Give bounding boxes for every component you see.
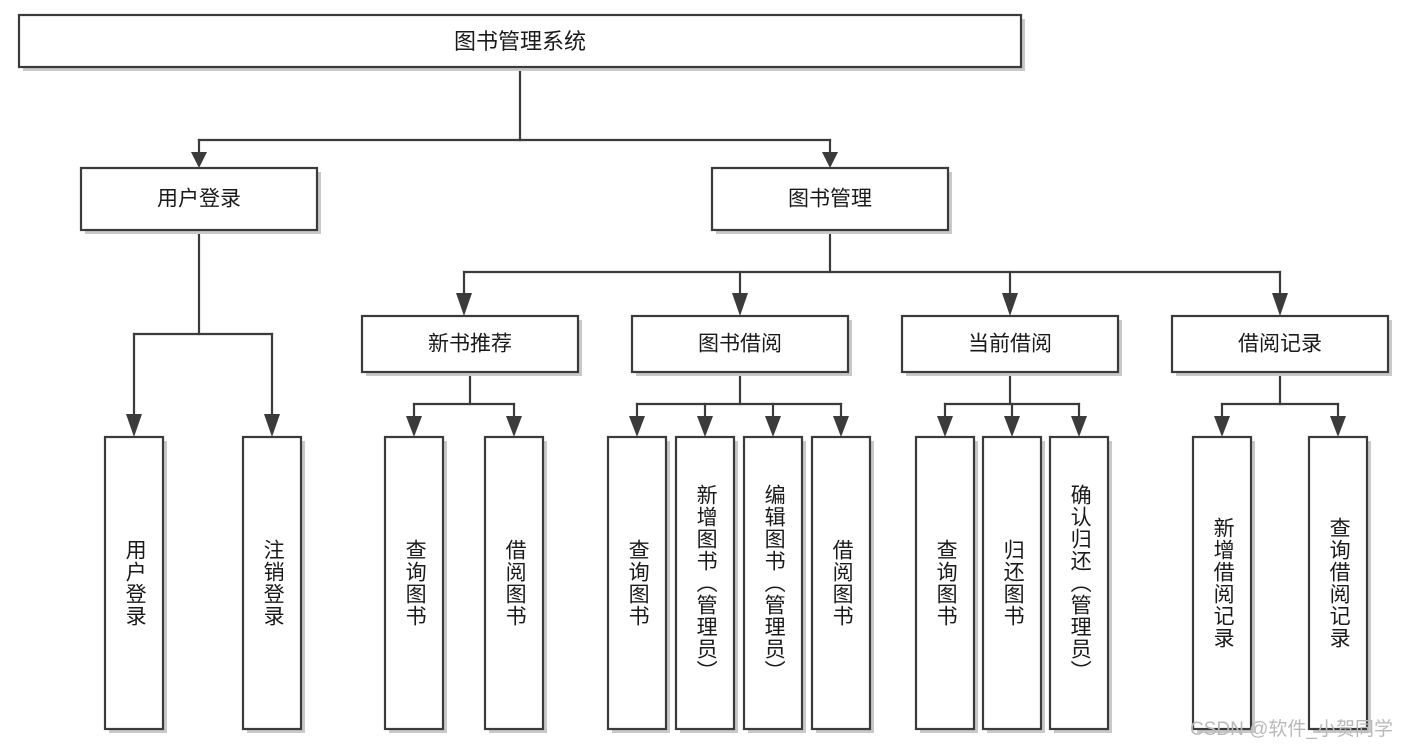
- level3-node-label-current-borrow: 当前借阅: [968, 333, 1052, 356]
- level3-node-box-book-borrow[interactable]: [630, 314, 850, 374]
- arrow-head-borrowrecord-leaf-1: [1214, 416, 1230, 437]
- arrow-head-currentborrow-leaf-1: [937, 416, 953, 437]
- arrow-head-user-login: [191, 152, 207, 168]
- root-node-label: 图书管理系统: [454, 29, 586, 54]
- level3-node-label-borrow-record: 借阅记录: [1238, 333, 1322, 356]
- arrow-head-book-manage: [822, 152, 838, 168]
- root-node-box[interactable]: [17, 13, 1023, 69]
- leaf-box-book-borrow-1[interactable]: [674, 435, 736, 731]
- leaf-box-borrow-record-1[interactable]: [1307, 435, 1369, 731]
- arrow-head-new-book: [456, 293, 472, 316]
- arrow-head-newbook-leaf-1: [406, 416, 422, 437]
- leaf-box-user-login-0[interactable]: [103, 435, 165, 731]
- arrow-head-current-borrow: [1002, 293, 1018, 316]
- leaf-box-new-book-1[interactable]: [483, 435, 545, 731]
- arrow-head-bookborrow-leaf-2: [697, 416, 713, 437]
- level3-node-label-book-borrow: 图书借阅: [698, 333, 782, 356]
- leaf-box-current-borrow-0[interactable]: [914, 435, 976, 731]
- arrow-head-borrowrecord-leaf-2: [1330, 416, 1346, 437]
- leaf-box-borrow-record-0[interactable]: [1191, 435, 1253, 731]
- connector-layer: [126, 68, 1346, 437]
- leaf-box-user-login-1[interactable]: [241, 435, 303, 731]
- leaf-box-current-borrow-1[interactable]: [981, 435, 1043, 731]
- level2-node-box-user-login[interactable]: [79, 166, 319, 232]
- arrow-head-bookborrow-leaf-4: [833, 416, 849, 437]
- level3-node-box-current-borrow[interactable]: [900, 314, 1120, 374]
- arrow-head-currentborrow-leaf-2: [1004, 416, 1020, 437]
- csdn-watermark: CSDN @软件_小贺同学: [1190, 719, 1393, 740]
- arrow-head-borrow-record: [1272, 293, 1288, 316]
- level2-node-label-book-manage: 图书管理: [788, 188, 872, 211]
- leaf-box-new-book-0[interactable]: [383, 435, 445, 731]
- arrow-head-bookborrow-leaf-3: [765, 416, 781, 437]
- arrow-head-newbook-leaf-2: [506, 416, 522, 437]
- leaf-box-book-borrow-2[interactable]: [742, 435, 804, 731]
- arrow-head-currentborrow-leaf-3: [1071, 416, 1087, 437]
- arrow-head-leaf-user-login: [126, 414, 142, 437]
- leaf-box-current-borrow-2[interactable]: [1048, 435, 1110, 731]
- leaf-box-book-borrow-3[interactable]: [810, 435, 872, 731]
- level3-node-box-borrow-record[interactable]: [1170, 314, 1390, 374]
- level3-node-label-new-book: 新书推荐: [428, 333, 512, 356]
- level2-node-box-book-manage[interactable]: [710, 166, 950, 232]
- arrow-head-book-borrow: [732, 293, 748, 316]
- level3-node-box-new-book[interactable]: [360, 314, 580, 374]
- leaf-box-book-borrow-0[interactable]: [606, 435, 668, 731]
- arrow-head-leaf-logout: [264, 414, 280, 437]
- level2-node-label-user-login: 用户登录: [157, 188, 241, 211]
- arrow-head-bookborrow-leaf-1: [629, 416, 645, 437]
- node-layer: 图书管理系统 用户登录 图书管理 新书推荐 图书借阅 当前借阅: [17, 13, 1392, 733]
